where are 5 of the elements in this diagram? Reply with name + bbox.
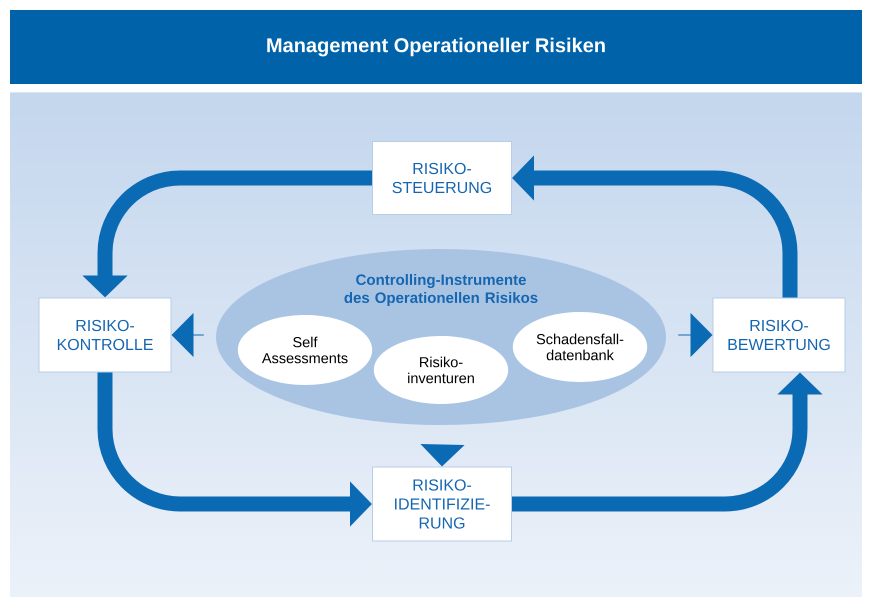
process-box: RISIKO- IDENTIFIZIE- RUNG: [372, 466, 512, 542]
process-box: RISIKO- STEUERUNG: [372, 141, 512, 215]
title-bar: Management Operationeller Risiken: [10, 10, 862, 84]
process-box: RISIKO- KONTROLLE: [38, 298, 172, 372]
process-box: RISIKO- BEWERTUNG: [712, 298, 846, 372]
